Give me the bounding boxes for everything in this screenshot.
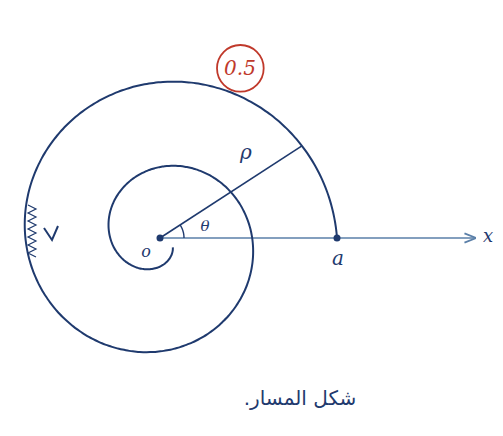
x-axis bbox=[160, 237, 475, 238]
direction-arrow bbox=[44, 226, 58, 240]
origin-point bbox=[157, 235, 164, 242]
start-point bbox=[334, 235, 341, 242]
angle-symbol: θ bbox=[198, 218, 211, 235]
point-label: a bbox=[330, 247, 346, 269]
spiral-path bbox=[25, 82, 337, 353]
caption: شكل المسار. bbox=[244, 386, 356, 410]
node-text: 0.5 bbox=[224, 57, 256, 79]
axis-label: x bbox=[481, 226, 495, 246]
angle-arc bbox=[180, 225, 184, 238]
origin-label: o bbox=[139, 243, 153, 261]
radius-symbol: ρ bbox=[238, 141, 254, 163]
radius-line bbox=[160, 146, 302, 238]
hatch-marks bbox=[28, 205, 36, 257]
circle-stroke bbox=[217, 45, 264, 92]
circled-number: 0.5 bbox=[216, 44, 265, 93]
